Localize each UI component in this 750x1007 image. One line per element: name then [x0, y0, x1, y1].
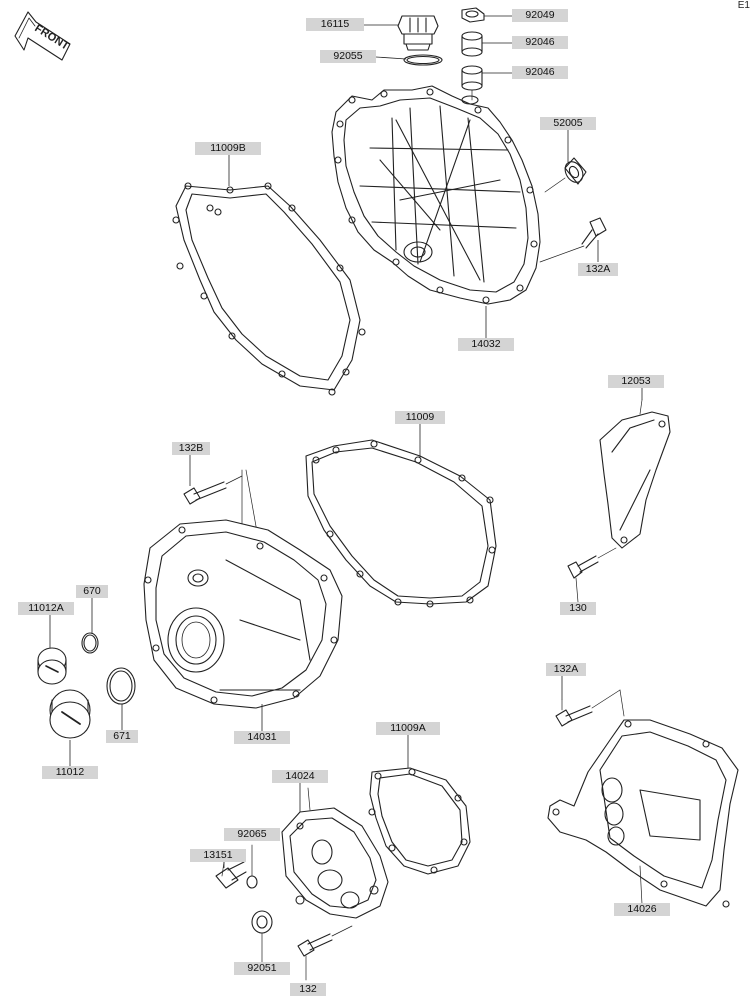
clutch-cover-14032	[331, 85, 541, 305]
part-label-670: 670	[76, 585, 108, 598]
part-label-11009: 11009	[395, 411, 445, 424]
gasket-11009b	[172, 182, 366, 396]
part-label-13151: 13151	[190, 849, 246, 862]
part-label-12053: 12053	[608, 375, 664, 388]
part-label-92055: 92055	[320, 50, 376, 63]
part-label-11012a: 11012A	[18, 602, 74, 615]
o-ring-671	[106, 667, 136, 705]
part-label-132b: 132B	[172, 442, 210, 455]
part-label-11009b: 11009B	[195, 142, 261, 155]
bolt-132a-top	[539, 217, 607, 263]
bolt-132	[297, 925, 353, 981]
bleeder-13151	[215, 861, 247, 889]
collar-92046-b	[461, 65, 483, 101]
o-ring-670	[81, 632, 99, 654]
part-label-92046-b: 92046	[512, 66, 568, 79]
part-label-92051: 92051	[234, 962, 290, 975]
pump-cover-14024	[281, 787, 389, 919]
corner-text: E1	[737, 0, 750, 11]
part-label-14032: 14032	[458, 338, 514, 351]
o-ring-92055	[403, 54, 443, 66]
part-label-16115: 16115	[306, 18, 364, 31]
part-label-14031: 14031	[234, 731, 290, 744]
part-label-671: 671	[106, 730, 138, 743]
guard-12053	[599, 399, 671, 549]
part-label-52005: 52005	[540, 117, 596, 130]
sprocket-cover-14026	[547, 719, 739, 908]
bolt-132a-bottom	[555, 689, 625, 727]
gasket-11009a	[368, 767, 471, 875]
gasket-11009	[305, 439, 497, 608]
collar-92046-a	[461, 31, 483, 57]
part-label-11012: 11012	[42, 766, 98, 779]
bolt-132b	[183, 469, 263, 561]
front-arrow-icon: FRONT	[14, 11, 71, 61]
part-label-14026: 14026	[614, 903, 670, 916]
part-label-132a-bottom: 132A	[546, 663, 586, 676]
filler-cap-16115	[397, 15, 439, 51]
washer-92065	[246, 875, 258, 889]
plug-11012	[49, 689, 91, 739]
seal-92051	[251, 910, 273, 963]
part-label-14024: 14024	[272, 770, 328, 783]
plug-11012a	[37, 647, 67, 685]
bolt-130	[567, 547, 617, 603]
part-label-92046-a: 92046	[512, 36, 568, 49]
generator-cover-14031	[143, 519, 343, 709]
part-label-11009a: 11009A	[376, 722, 440, 735]
part-label-130: 130	[560, 602, 596, 615]
leader-lines	[49, 15, 643, 868]
part-label-132a-top: 132A	[578, 263, 618, 276]
part-label-92065: 92065	[224, 828, 280, 841]
oil-seal-52005	[544, 157, 587, 193]
collar-92049	[461, 7, 485, 23]
part-label-132: 132	[290, 983, 326, 996]
part-label-92049: 92049	[512, 9, 568, 22]
